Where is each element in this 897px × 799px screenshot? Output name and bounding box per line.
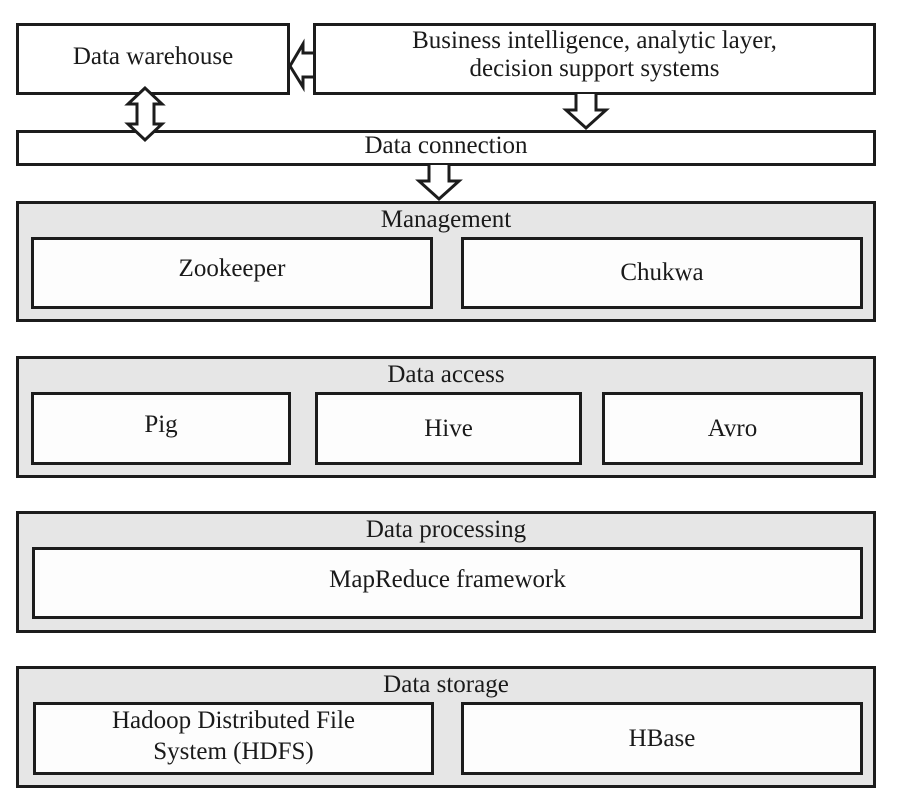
data-processing-title: Data processing bbox=[365, 516, 527, 543]
hdfs-label-line2: System (HDFS) bbox=[153, 737, 314, 765]
data-access-layer: Data access Pig Hive Avro bbox=[16, 356, 876, 478]
arrow-left-icon bbox=[288, 38, 313, 93]
data-connection-label: Data connection bbox=[364, 132, 528, 159]
data-connection-box: Data connection bbox=[16, 130, 876, 166]
data-processing-layer: Data processing MapReduce framework bbox=[16, 511, 876, 633]
business-intelligence-box: Business intelligence, analytic layer, d… bbox=[313, 23, 876, 95]
chukwa-box: Chukwa bbox=[461, 237, 863, 309]
hdfs-box: Hadoop Distributed File System (HDFS) bbox=[33, 702, 434, 775]
data-access-title: Data access bbox=[387, 361, 505, 388]
arrow-down-icon bbox=[562, 94, 610, 131]
management-layer: Management Zookeeper Chukwa bbox=[16, 201, 876, 322]
zookeeper-box: Zookeeper bbox=[31, 237, 433, 309]
data-storage-title: Data storage bbox=[383, 671, 509, 698]
zookeeper-label: Zookeeper bbox=[178, 255, 286, 282]
data-warehouse-label: Data warehouse bbox=[72, 43, 234, 70]
arrow-down-icon bbox=[415, 165, 463, 202]
hdfs-label-line1: Hadoop Distributed File bbox=[111, 706, 356, 734]
chukwa-label: Chukwa bbox=[620, 259, 704, 286]
hbase-box: HBase bbox=[461, 702, 863, 775]
mapreduce-label: MapReduce framework bbox=[329, 566, 566, 593]
data-warehouse-box: Data warehouse bbox=[16, 23, 290, 95]
avro-box: Avro bbox=[602, 392, 863, 465]
business-intelligence-label-line2: decision support systems bbox=[469, 55, 720, 82]
pig-box: Pig bbox=[31, 392, 291, 465]
hive-box: Hive bbox=[315, 392, 582, 465]
data-storage-layer: Data storage Hadoop Distributed File Sys… bbox=[16, 666, 876, 788]
hive-label: Hive bbox=[424, 414, 473, 442]
business-intelligence-label-line1: Business intelligence, analytic layer, bbox=[412, 27, 777, 54]
avro-label: Avro bbox=[707, 414, 758, 442]
mapreduce-box: MapReduce framework bbox=[32, 547, 863, 619]
hbase-label: HBase bbox=[628, 724, 696, 752]
pig-label: Pig bbox=[144, 410, 178, 438]
management-title: Management bbox=[380, 206, 512, 233]
